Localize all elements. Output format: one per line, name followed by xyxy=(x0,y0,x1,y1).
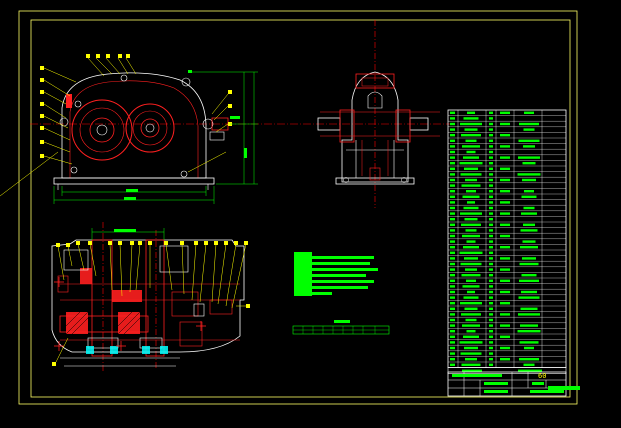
side-view[interactable] xyxy=(317,71,440,185)
outer-border xyxy=(18,10,578,405)
technical-notes xyxy=(292,252,390,335)
title-block xyxy=(447,371,580,397)
inner-border xyxy=(30,19,571,398)
gear-right xyxy=(125,103,175,153)
sheet-number: 60 xyxy=(538,372,547,380)
parts-list[interactable] xyxy=(447,109,567,374)
gear-left xyxy=(71,99,133,161)
front-view[interactable] xyxy=(0,54,258,204)
section-view[interactable] xyxy=(51,228,250,367)
